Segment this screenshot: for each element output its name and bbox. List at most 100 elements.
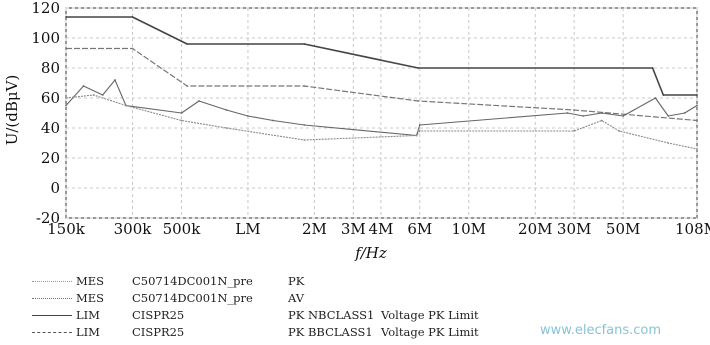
data-point <box>303 85 306 87</box>
data-point <box>573 109 575 111</box>
grid-lines <box>65 7 698 219</box>
data-point <box>180 112 183 114</box>
data-point <box>415 134 418 137</box>
x-tick-label: 6M <box>407 220 432 238</box>
data-point <box>225 109 228 111</box>
legend-detector: AV <box>288 291 305 305</box>
data-point <box>272 119 274 122</box>
legend-name: C50714DC001N_pre <box>132 291 253 305</box>
data-point <box>667 115 670 117</box>
data-point <box>662 94 665 96</box>
data-point <box>303 139 306 141</box>
legend-item: MES C50714DC001N_pre AV <box>0 291 710 306</box>
y-tick-label: 80 <box>41 59 60 77</box>
x-axis-title: f/Hz <box>354 244 387 262</box>
legend-type: MES <box>76 274 105 288</box>
x-tick-label: 500k <box>163 220 202 238</box>
data-point <box>683 112 686 114</box>
legend-detector: PK NBCLASS1 <box>288 308 375 322</box>
watermark: www.elecfans.com <box>540 323 662 338</box>
data-point <box>82 85 85 87</box>
legend-item: LIM CISPR25 PK BBCLASS1 Voltage PK Limit <box>0 325 710 340</box>
data-point <box>303 43 306 45</box>
data-point <box>92 94 95 96</box>
x-tick-label: 4M <box>368 220 393 238</box>
legend-swatch <box>32 332 72 333</box>
legend-name: C50714DC001N_pre <box>132 274 253 288</box>
data-point <box>654 97 657 99</box>
data-point <box>417 67 420 69</box>
series-group <box>65 16 698 150</box>
data-point <box>696 94 698 96</box>
data-point <box>225 127 228 129</box>
data-point <box>566 112 569 114</box>
x-tick-label: 50M <box>606 220 640 238</box>
data-point <box>600 119 603 122</box>
data-point <box>186 43 189 45</box>
legend-item: MES C50714DC001N_pre PK <box>0 274 710 289</box>
data-point <box>65 104 67 107</box>
y-tick-labels: 120 100 80 60 40 20 0 -20 <box>31 0 60 227</box>
legend-type: LIM <box>76 308 100 322</box>
data-point <box>600 112 603 114</box>
legend-detector: PK <box>288 274 305 288</box>
data-point <box>180 119 183 122</box>
series-line <box>65 94 698 150</box>
data-point <box>651 67 654 69</box>
legend-item: LIM CISPR25 PK NBCLASS1 Voltage PK Limit <box>0 308 710 323</box>
x-tick-label: 150k <box>47 220 86 238</box>
x-tick-label: 3M <box>341 220 366 238</box>
legend-swatch <box>32 315 72 316</box>
data-point <box>131 47 134 50</box>
x-tick-label: 10M <box>452 220 486 238</box>
data-point <box>247 115 249 117</box>
data-point <box>418 130 421 132</box>
legend-swatch <box>32 298 72 299</box>
data-point <box>417 100 420 102</box>
y-tick-label: 0 <box>50 179 60 197</box>
data-point <box>622 115 624 117</box>
data-point <box>303 124 306 126</box>
x-tick-label: 30M <box>557 220 591 238</box>
legend-note: Voltage PK Limit <box>381 308 479 322</box>
y-tick-label: -20 <box>36 209 60 227</box>
data-point <box>65 47 67 50</box>
data-point <box>696 148 698 150</box>
x-tick-label: 2M <box>302 220 327 238</box>
y-axis-title: U/(dBμV) <box>3 75 21 146</box>
y-tick-label: 100 <box>31 29 60 47</box>
data-point <box>125 104 127 107</box>
legend-name: CISPR25 <box>132 325 185 339</box>
y-tick-label: 60 <box>41 89 60 107</box>
x-tick-label: LM <box>235 220 260 238</box>
legend-type: LIM <box>76 325 100 339</box>
data-point <box>582 115 585 117</box>
data-point <box>65 97 67 99</box>
series-line <box>65 79 698 137</box>
data-point <box>101 94 104 96</box>
data-point <box>131 16 134 18</box>
legend-swatch <box>32 281 72 282</box>
data-point <box>696 104 698 107</box>
x-tick-label: 20M <box>518 220 552 238</box>
legend-type: MES <box>76 291 105 305</box>
data-point <box>696 119 698 122</box>
x-tick-label: 300k <box>114 220 153 238</box>
legend-note: Voltage PK Limit <box>381 325 479 339</box>
data-point <box>198 100 200 102</box>
y-tick-label: 40 <box>41 119 60 137</box>
series-line <box>66 16 697 96</box>
y-tick-label: 120 <box>31 0 60 17</box>
data-point <box>186 85 189 87</box>
data-point <box>573 130 575 132</box>
legend-detector: PK BBCLASS1 <box>288 325 373 339</box>
x-tick-label: 108M <box>675 220 710 238</box>
legend-name: CISPR25 <box>132 308 185 322</box>
y-tick-label: 20 <box>41 149 60 167</box>
data-point <box>114 79 116 81</box>
data-point <box>618 130 621 132</box>
data-point <box>65 16 67 18</box>
data-point <box>667 142 670 144</box>
